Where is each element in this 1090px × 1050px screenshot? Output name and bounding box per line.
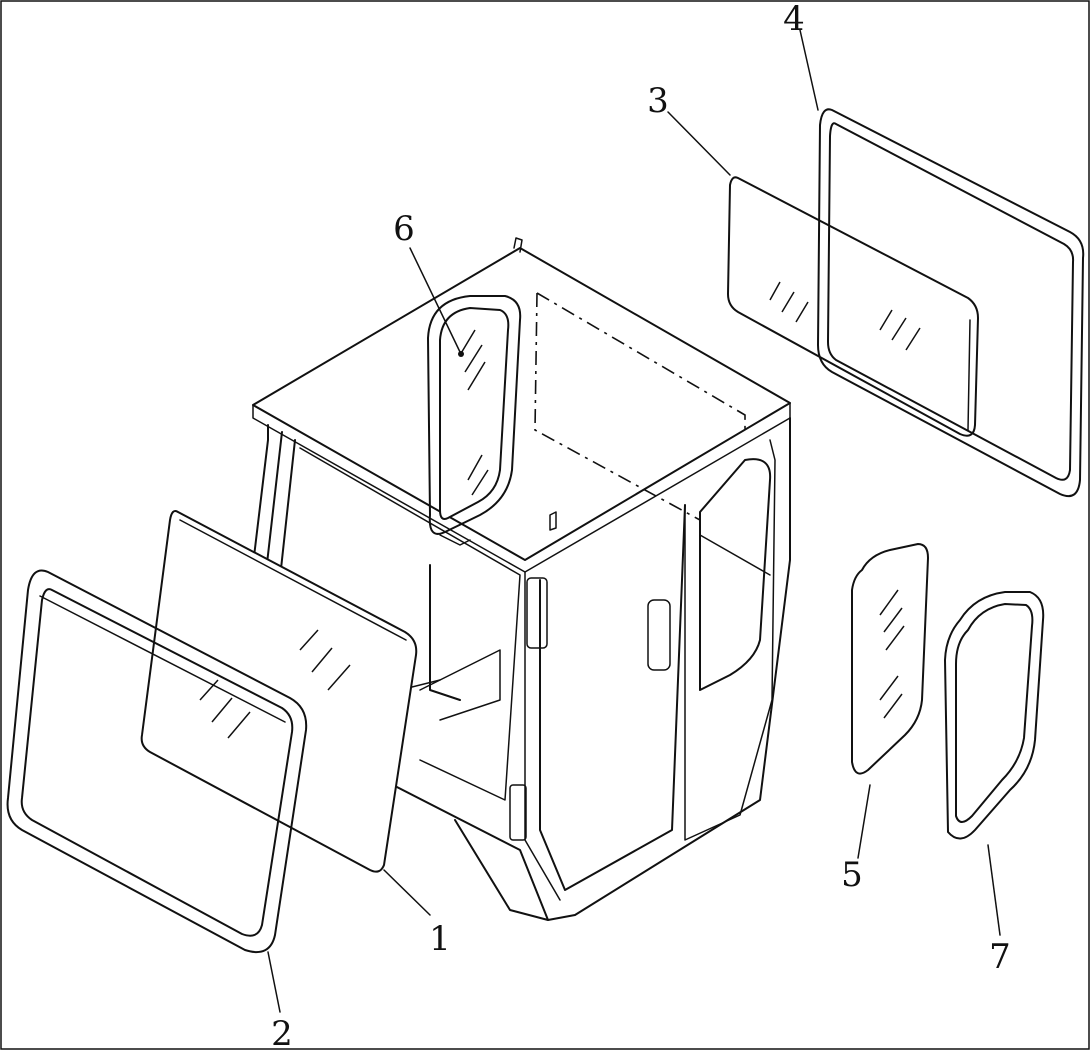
leader-2: [267, 951, 281, 1013]
part-5-side-glass: [851, 543, 929, 775]
leader-3: [667, 111, 731, 176]
part-6-side-glass: [427, 295, 522, 546]
callout-3: 3: [647, 81, 669, 121]
cab-roof: [252, 247, 791, 561]
part-3-rear-glass: [727, 176, 979, 437]
callout-5: 5: [841, 855, 863, 895]
callout-2: 2: [271, 1014, 293, 1050]
callout-4: 4: [783, 0, 805, 39]
part-7-side-frame: [944, 591, 1045, 840]
leader-1: [383, 869, 431, 916]
leader-5: [857, 784, 871, 859]
leader-7: [987, 844, 1001, 936]
part-2-front-frame: [6, 569, 308, 954]
callout-6: 6: [393, 209, 415, 249]
callout-1: 1: [429, 919, 451, 959]
leader-4: [799, 29, 819, 111]
callout-7: 7: [989, 937, 1011, 977]
part-4-rear-frame: [817, 108, 1085, 498]
leader-lines: [267, 29, 1001, 1013]
callout-labels: 1 2 3 4 5 6 7: [271, 0, 1011, 1050]
leader-6: [409, 247, 461, 353]
